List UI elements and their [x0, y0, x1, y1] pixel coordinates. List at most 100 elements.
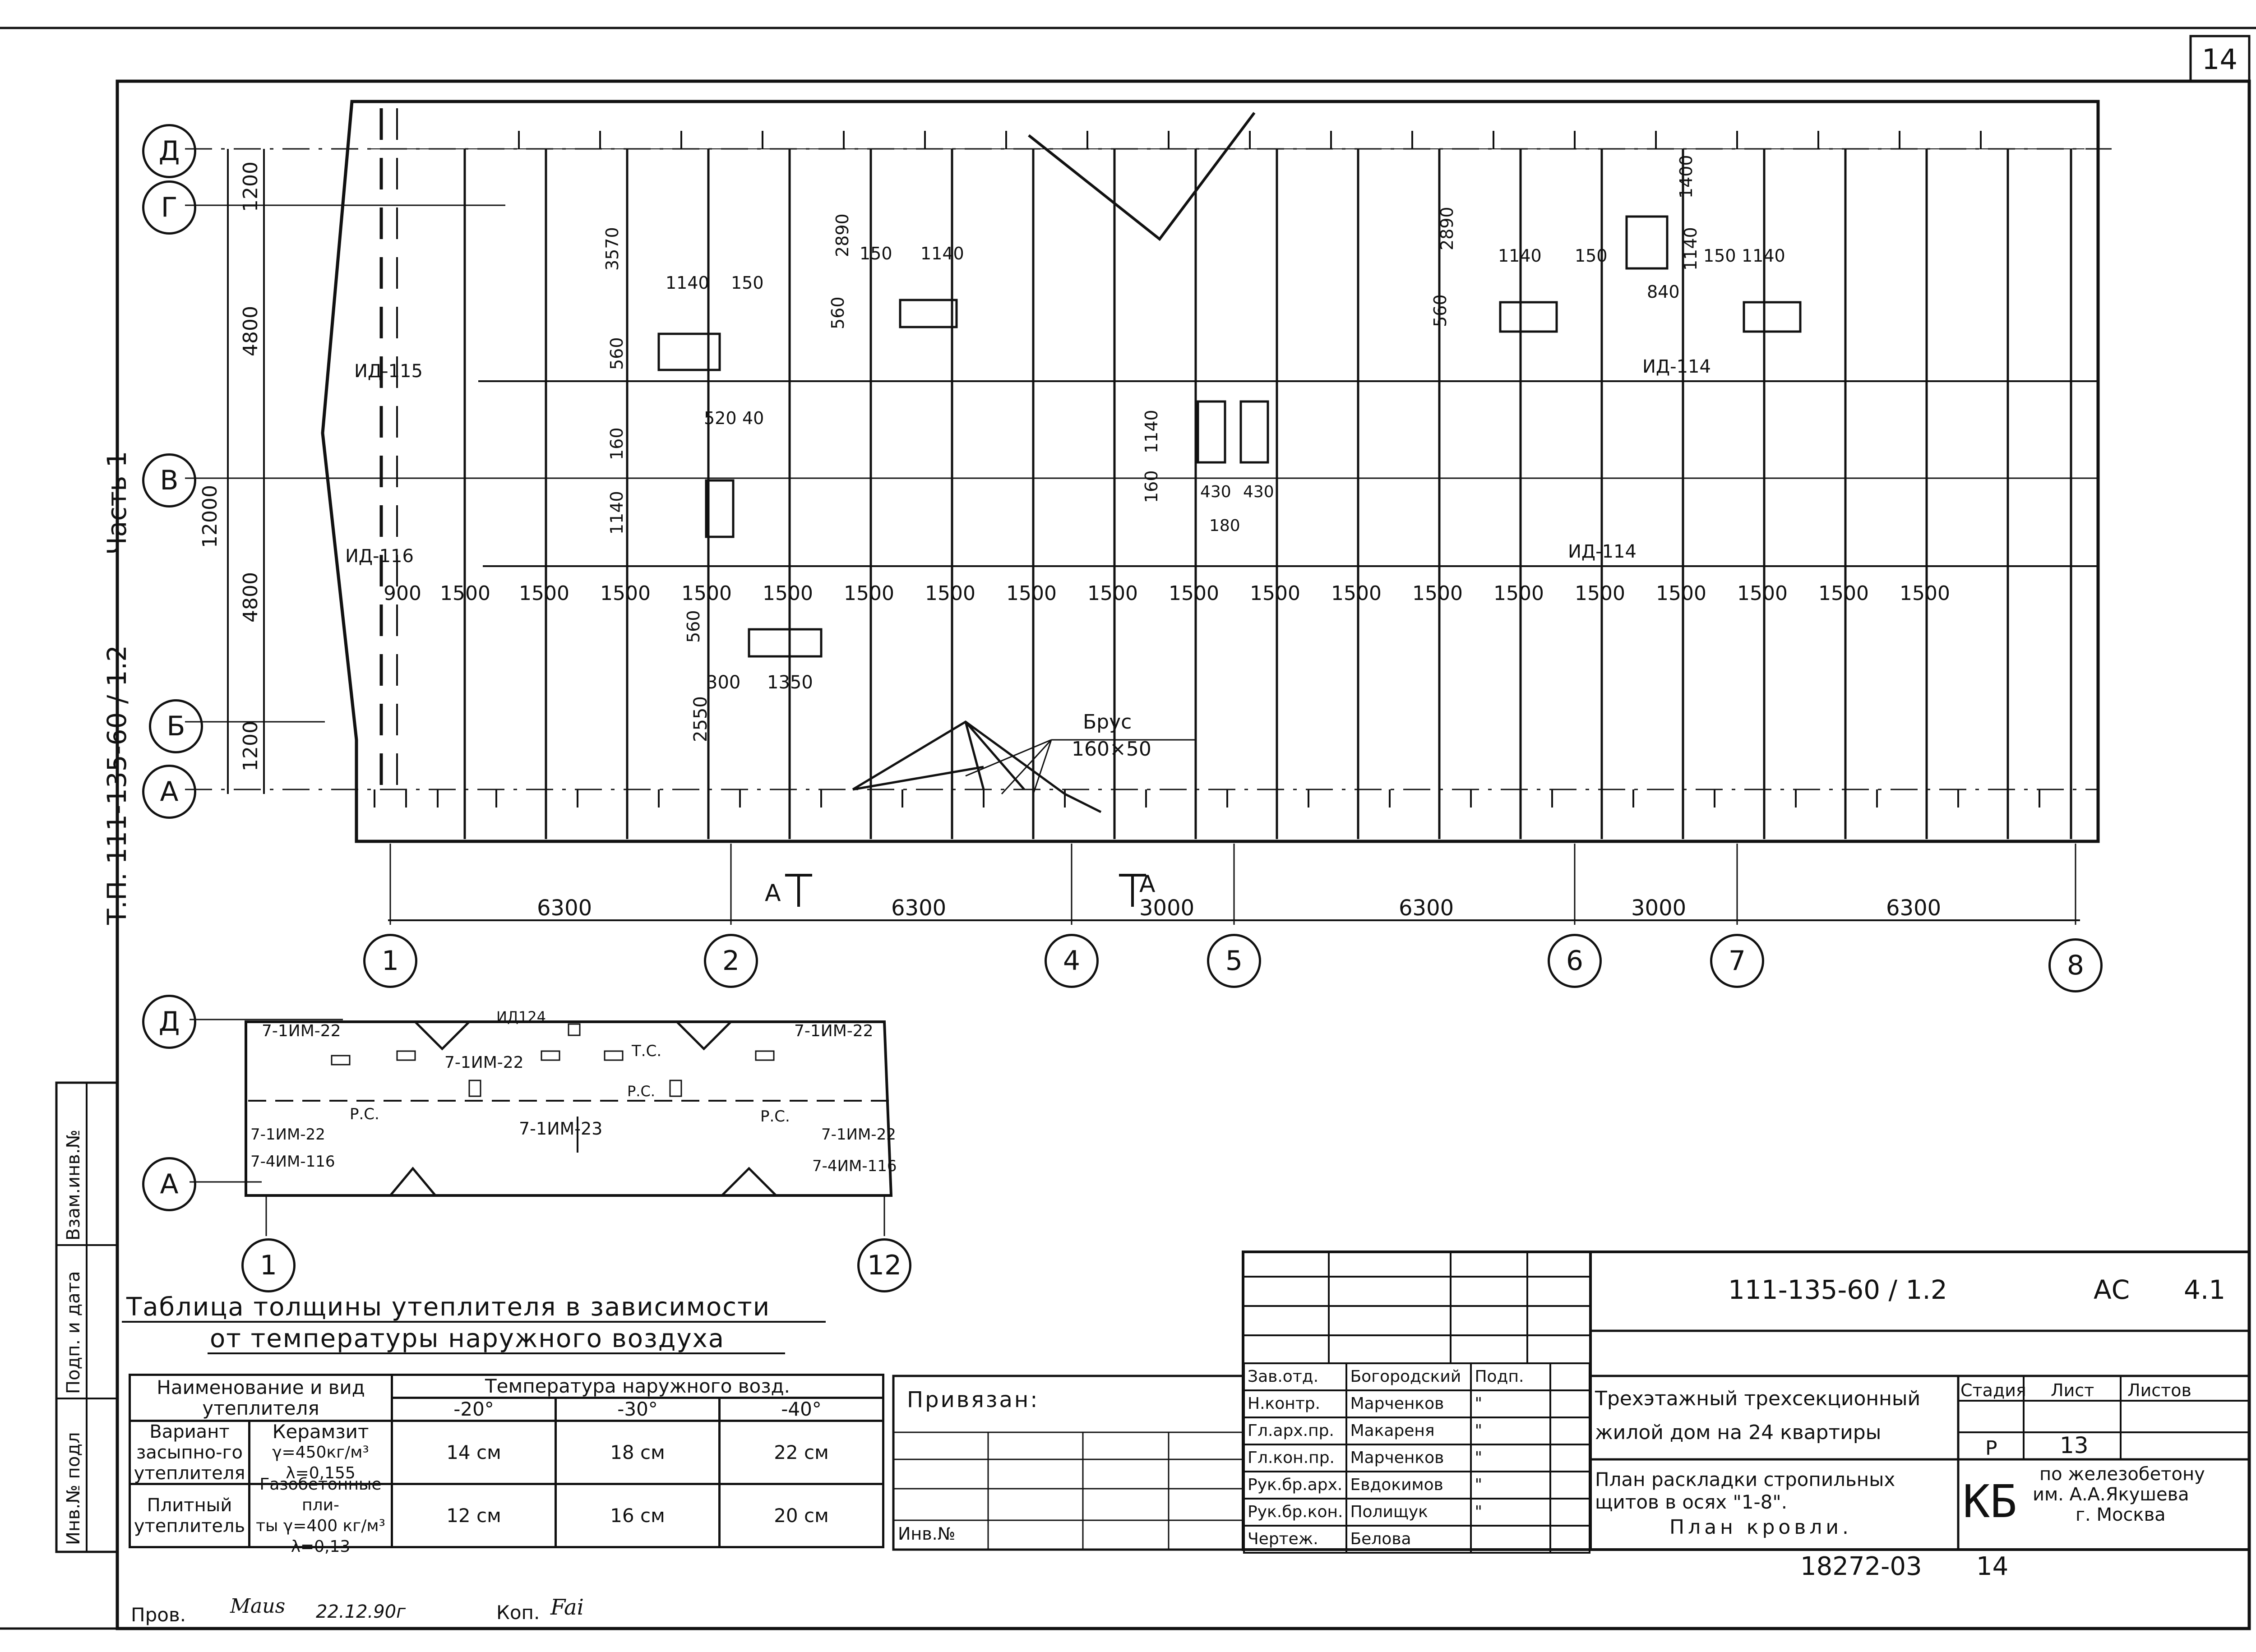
- insulation-table: Наименование и вид утеплителя Температур…: [129, 1374, 884, 1556]
- rafter-dim: 1500: [1006, 582, 1057, 605]
- sp-label-7: Р.С.: [350, 1105, 379, 1123]
- sheets-label: Листов: [2127, 1380, 2191, 1400]
- label-id114-lower: ИД-114: [1568, 541, 1637, 562]
- sp-label-12: 7-4ИМ-116: [250, 1153, 335, 1171]
- drawing-line1: План раскладки стропильных: [1595, 1468, 1895, 1490]
- dim-1140-d: 1140: [1681, 227, 1701, 271]
- vdim-4800-top: 4800: [239, 306, 262, 356]
- rafter-dim: 1500: [844, 582, 894, 605]
- axis-col-8: 8: [2048, 938, 2103, 992]
- ins-row1-v2: 18 см: [555, 1420, 721, 1485]
- stage-value: Р: [1985, 1437, 1997, 1460]
- staff-sign-5: ": [1470, 1498, 1552, 1527]
- ins-row1-group: Вариант засыпно-го утеплителя: [131, 1421, 250, 1484]
- page-number-box: [2189, 35, 2251, 83]
- ins-row2-v1: 12 см: [391, 1483, 557, 1548]
- axis-col-6: 6: [1548, 934, 1602, 988]
- dim-150-a: 150: [731, 273, 764, 293]
- binding-inv-label: Инв.№: [898, 1524, 956, 1544]
- span-dim-1-2: 6300: [537, 895, 592, 921]
- drawing-line2: щитов в осях "1-8".: [1595, 1491, 1788, 1513]
- small-axis-col-12: 12: [857, 1238, 911, 1292]
- staff-role-6: Чертеж.: [1243, 1525, 1348, 1554]
- section-mark-right: А: [1139, 871, 1156, 898]
- staff-role-4: Рук.бр.арх.: [1243, 1471, 1348, 1500]
- sp-label-4: Т.С.: [632, 1042, 662, 1060]
- rafter-dim: 1500: [681, 582, 732, 605]
- doc-mark: АС: [2094, 1274, 2130, 1305]
- dim-1350: 1350: [767, 672, 813, 693]
- rafter-dim: 1500: [1575, 582, 1625, 605]
- dim-1140-b: 1140: [920, 244, 964, 263]
- staff-role-3: Гл.кон.пр.: [1243, 1444, 1348, 1472]
- dim-2550: 2550: [690, 696, 711, 742]
- bottom-sheet-no: 14: [1976, 1552, 2009, 1581]
- sp-label-6: 7-1ИМ-22: [250, 1126, 325, 1144]
- staff-sign-0: Подп.: [1470, 1362, 1552, 1391]
- staff-name-0: Богородский: [1345, 1362, 1472, 1391]
- staff-name-1: Марченков: [1345, 1389, 1472, 1418]
- project-line2: жилой дом на 24 квартиры: [1595, 1421, 1882, 1444]
- staff-name-5: Полищук: [1345, 1498, 1472, 1527]
- sp-label-5: 7-1ИМ-22: [794, 1022, 874, 1040]
- dim-150-b: 150: [860, 244, 892, 263]
- small-axis-row-a: А: [142, 1157, 196, 1211]
- label-id115: ИД-115: [354, 361, 423, 382]
- project-line1: Трехэтажный трехсекционный: [1595, 1387, 1921, 1410]
- ins-row1-v3: 22 см: [718, 1420, 884, 1485]
- dim-1140-g: 1140: [1142, 410, 1161, 453]
- copy-signature: Fai: [550, 1595, 584, 1620]
- check-date: 22.12.90г: [316, 1601, 406, 1622]
- ins-temp-40: -40°: [718, 1397, 884, 1422]
- dim-840: 840: [1647, 282, 1680, 302]
- dim-1400: 1400: [1676, 155, 1696, 198]
- sp-label-9: Р.С.: [760, 1107, 790, 1126]
- dim-2890-left: 2890: [832, 213, 852, 257]
- org-line1: по железобетону: [2039, 1464, 2205, 1485]
- copy-label: Коп.: [496, 1601, 540, 1624]
- strip-inv-podl: Инв.№ подл: [63, 1432, 84, 1545]
- label-brus-size: 160×50: [1072, 738, 1151, 761]
- rafter-dim: 1500: [925, 582, 975, 605]
- rafter-dim: 1500: [1656, 582, 1706, 605]
- staff-name-2: Макареня: [1345, 1417, 1472, 1445]
- span-dim-7-8: 6300: [1886, 895, 1942, 921]
- ins-head-temp: Температура наружного возд.: [391, 1374, 884, 1399]
- axis-col-4: 4: [1045, 934, 1099, 988]
- sp-label-3: 7-1ИМ-22: [444, 1053, 524, 1072]
- dim-160-b: 160: [1142, 470, 1161, 503]
- dim-40: 40: [742, 408, 764, 428]
- rafter-dim: 1500: [1250, 582, 1300, 605]
- small-axis-col-1: 1: [241, 1238, 296, 1292]
- roof-outline: [321, 100, 2100, 843]
- org-line3: г. Москва: [2076, 1504, 2166, 1525]
- vdim-4800-bot: 4800: [239, 572, 262, 623]
- bottom-code: 18272-03: [1800, 1552, 1922, 1581]
- staff-role-5: Рук.бр.кон.: [1243, 1498, 1348, 1527]
- dim-560-c: 560: [1430, 294, 1450, 327]
- binding-label: Привязан:: [907, 1387, 1040, 1412]
- span-dim-2-4: 6300: [891, 895, 947, 921]
- rafter-dim: 1500: [1169, 582, 1219, 605]
- dim-300: 300: [706, 672, 741, 693]
- dim-180: 180: [1209, 517, 1240, 535]
- sp-label-10: 7-1ИМ-23: [519, 1119, 603, 1139]
- sp-label-8: Р.С.: [627, 1083, 655, 1100]
- ins-row2-material: Газобетонные пли-: [259, 1475, 382, 1514]
- dim-430-a: 430: [1200, 483, 1231, 501]
- rafter-dim: 1500: [1493, 582, 1544, 605]
- sp-label-11: 7-1ИМ-22: [821, 1126, 896, 1144]
- staff-name-3: Марченков: [1345, 1444, 1472, 1472]
- dim-150-c: 150: [1575, 246, 1608, 266]
- axis-col-7: 7: [1710, 934, 1764, 988]
- dim-560-d: 560: [684, 610, 703, 643]
- ins-row1-v1: 14 см: [391, 1420, 557, 1485]
- ins-head-name: Наименование и вид утеплителя: [129, 1374, 393, 1422]
- label-brus: Брус: [1083, 711, 1132, 734]
- rafter-dim: 1500: [440, 582, 490, 605]
- rafter-dim: 1500: [519, 582, 569, 605]
- ins-row2-v3: 20 см: [718, 1483, 884, 1548]
- sheet-label: Лист: [2051, 1380, 2094, 1400]
- span-dim-6-7: 3000: [1631, 895, 1687, 921]
